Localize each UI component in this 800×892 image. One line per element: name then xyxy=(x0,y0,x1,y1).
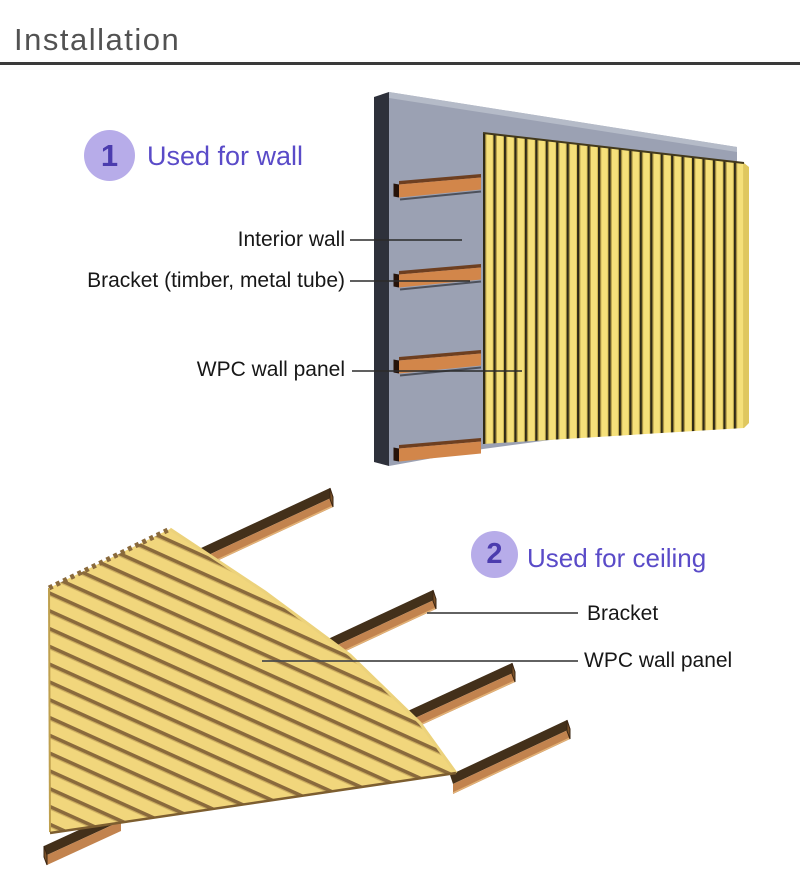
section-1-badge: 1 xyxy=(84,130,135,181)
wpc-ceiling-panel-3d xyxy=(49,529,456,833)
wall-left-edge xyxy=(374,92,389,466)
section-1-heading: Used for wall xyxy=(147,141,304,171)
label-wpc-panel-ceiling: WPC wall panel xyxy=(584,649,733,672)
section-2-badge: 2 xyxy=(471,531,518,578)
wall-brackets xyxy=(393,174,482,462)
wall-illustration xyxy=(350,92,749,466)
wall-panel-side-face xyxy=(744,163,749,428)
wall-panel-top-edge xyxy=(482,132,745,164)
wpc-wall-panel-3d xyxy=(483,133,744,444)
wall-top-highlight xyxy=(389,92,737,152)
title-divider xyxy=(0,62,800,65)
label-interior-wall: Interior wall xyxy=(237,228,345,251)
label-bracket-wall: Bracket (timber, metal tube) xyxy=(87,269,345,292)
section-2-heading: Used for ceiling xyxy=(527,543,707,573)
ceiling-panel-bottom-edge xyxy=(49,771,457,835)
wall-pointer-lines xyxy=(350,239,522,372)
ceiling-panel-notched-edge xyxy=(47,526,172,591)
label-bracket-ceiling: Bracket xyxy=(587,602,659,625)
ceiling-panel-stepped-edge xyxy=(169,527,458,774)
ceiling-pointer-lines xyxy=(262,612,578,662)
ceiling-illustration xyxy=(43,487,578,866)
ceiling-panel-left-edge xyxy=(48,587,51,833)
page-title: Installation xyxy=(14,22,181,57)
label-wpc-panel-wall: WPC wall panel xyxy=(196,358,345,381)
